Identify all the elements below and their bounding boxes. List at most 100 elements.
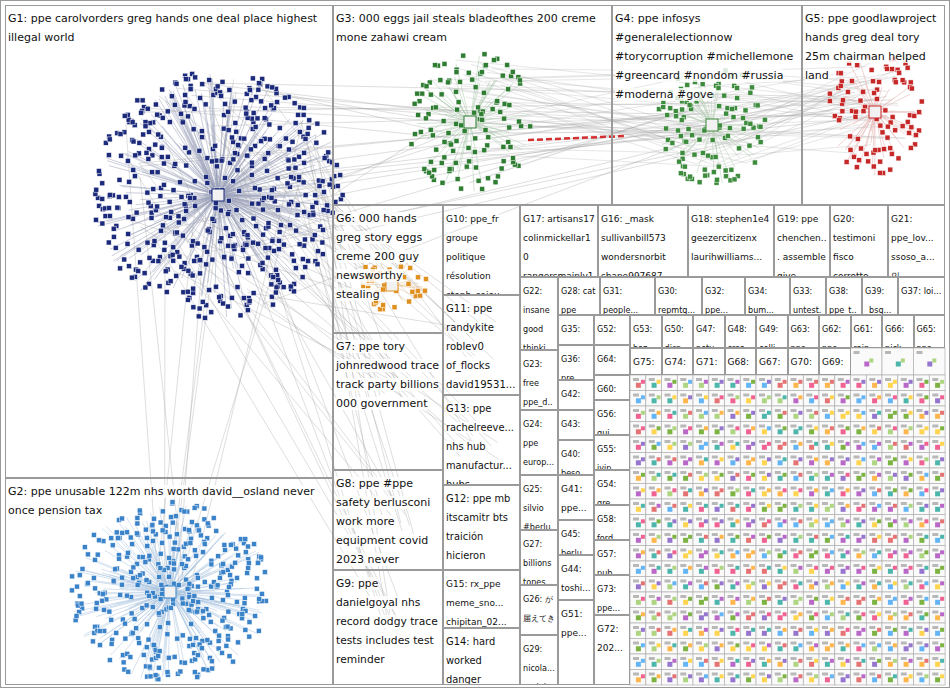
network-link: [207, 116, 887, 185]
vertex-marker: [479, 70, 484, 75]
hub-vertex: [164, 586, 176, 598]
vertex-marker: [179, 264, 184, 269]
vertex-marker: [179, 111, 184, 116]
vertex-marker: [305, 131, 310, 136]
vertex-marker: [160, 528, 165, 533]
vertex-marker: [158, 228, 163, 233]
network-link: [242, 106, 870, 180]
cluster-link: [170, 592, 231, 624]
vertex-marker: [303, 265, 308, 270]
vertex-marker: [703, 173, 708, 178]
cluster-link: [218, 195, 232, 309]
vertex-marker: [192, 258, 197, 263]
network-link: [234, 96, 887, 251]
vertex-marker: [153, 142, 158, 147]
vertex-marker: [861, 109, 866, 114]
vertex-marker: [290, 252, 295, 257]
cluster-link: [84, 592, 170, 635]
vertex-marker: [236, 143, 241, 148]
vertex-marker: [877, 79, 882, 84]
vertex-marker: [144, 150, 149, 155]
vertex-marker: [231, 659, 236, 664]
cluster-link: [155, 100, 218, 195]
network-link: [479, 137, 681, 152]
vertex-marker: [490, 107, 495, 112]
cluster-link: [850, 112, 875, 159]
vertex-marker: [205, 249, 210, 254]
cluster-link: [470, 122, 522, 150]
vertex-marker: [189, 520, 194, 525]
network-link: [724, 122, 882, 167]
vertex-marker: [245, 308, 250, 313]
vertex-marker: [440, 180, 445, 185]
vertex-marker: [118, 132, 123, 137]
network-link: [716, 143, 857, 153]
vertex-marker: [265, 255, 270, 260]
vertex-marker: [678, 171, 683, 176]
vertex-marker: [171, 245, 176, 250]
vertex-marker: [234, 599, 239, 604]
vertex-marker: [511, 156, 516, 161]
vertex-marker: [119, 153, 124, 158]
vertex-marker: [116, 206, 121, 211]
vertex-marker: [205, 228, 210, 233]
vertex-marker: [275, 208, 280, 213]
vertex-marker: [225, 624, 230, 629]
vertex-marker: [163, 269, 168, 274]
vertex-marker: [286, 166, 291, 171]
vertex-marker: [136, 269, 141, 274]
cluster-link: [180, 143, 218, 195]
cluster-link: [146, 124, 219, 195]
vertex-marker: [873, 148, 878, 153]
vertex-marker: [255, 560, 260, 565]
vertex-marker: [167, 555, 172, 560]
vertex-marker: [251, 240, 256, 245]
vertex-marker: [231, 179, 236, 184]
cluster-link: [170, 592, 220, 638]
vertex-marker: [502, 116, 507, 121]
vertex-marker: [246, 271, 251, 276]
cluster-link: [144, 533, 170, 592]
cluster-link: [170, 525, 192, 593]
vertex-marker: [160, 223, 165, 228]
vertex-marker: [259, 555, 264, 560]
vertex-marker: [226, 609, 231, 614]
cluster-link: [116, 592, 170, 604]
vertex-marker: [271, 275, 276, 280]
vertex-marker: [129, 275, 134, 280]
vertex-marker: [265, 84, 270, 89]
vertex-marker: [251, 111, 256, 116]
cluster-link: [141, 118, 218, 195]
vertex-marker: [255, 116, 260, 121]
vertex-marker: [91, 532, 96, 537]
vertex-marker: [172, 567, 177, 572]
cluster-link: [149, 592, 170, 673]
vertex-marker: [234, 546, 239, 551]
vertex-marker: [180, 120, 185, 125]
cluster-link: [170, 550, 229, 592]
vertex-marker: [287, 202, 292, 207]
vertex-marker: [107, 137, 112, 142]
vertex-marker: [221, 126, 226, 131]
vertex-marker: [418, 129, 423, 134]
vertex-marker: [100, 592, 105, 597]
vertex-marker: [184, 163, 189, 168]
vertex-marker: [334, 163, 339, 168]
vertex-marker: [519, 124, 524, 129]
vertex-marker: [159, 582, 164, 587]
vertex-marker: [722, 93, 727, 98]
vertex-marker: [301, 105, 306, 110]
vertex-marker: [286, 147, 291, 152]
vertex-marker: [242, 595, 247, 600]
cluster-link: [145, 592, 170, 660]
vertex-marker: [253, 124, 258, 129]
vertex-marker: [321, 227, 326, 232]
cluster-link: [75, 592, 170, 616]
cluster-link: [170, 553, 237, 592]
vertex-marker: [201, 550, 206, 555]
vertex-marker: [146, 637, 151, 642]
vertex-marker: [125, 530, 130, 535]
vertex-marker: [682, 164, 687, 169]
cluster-link: [218, 195, 302, 227]
network-link: [203, 84, 452, 113]
